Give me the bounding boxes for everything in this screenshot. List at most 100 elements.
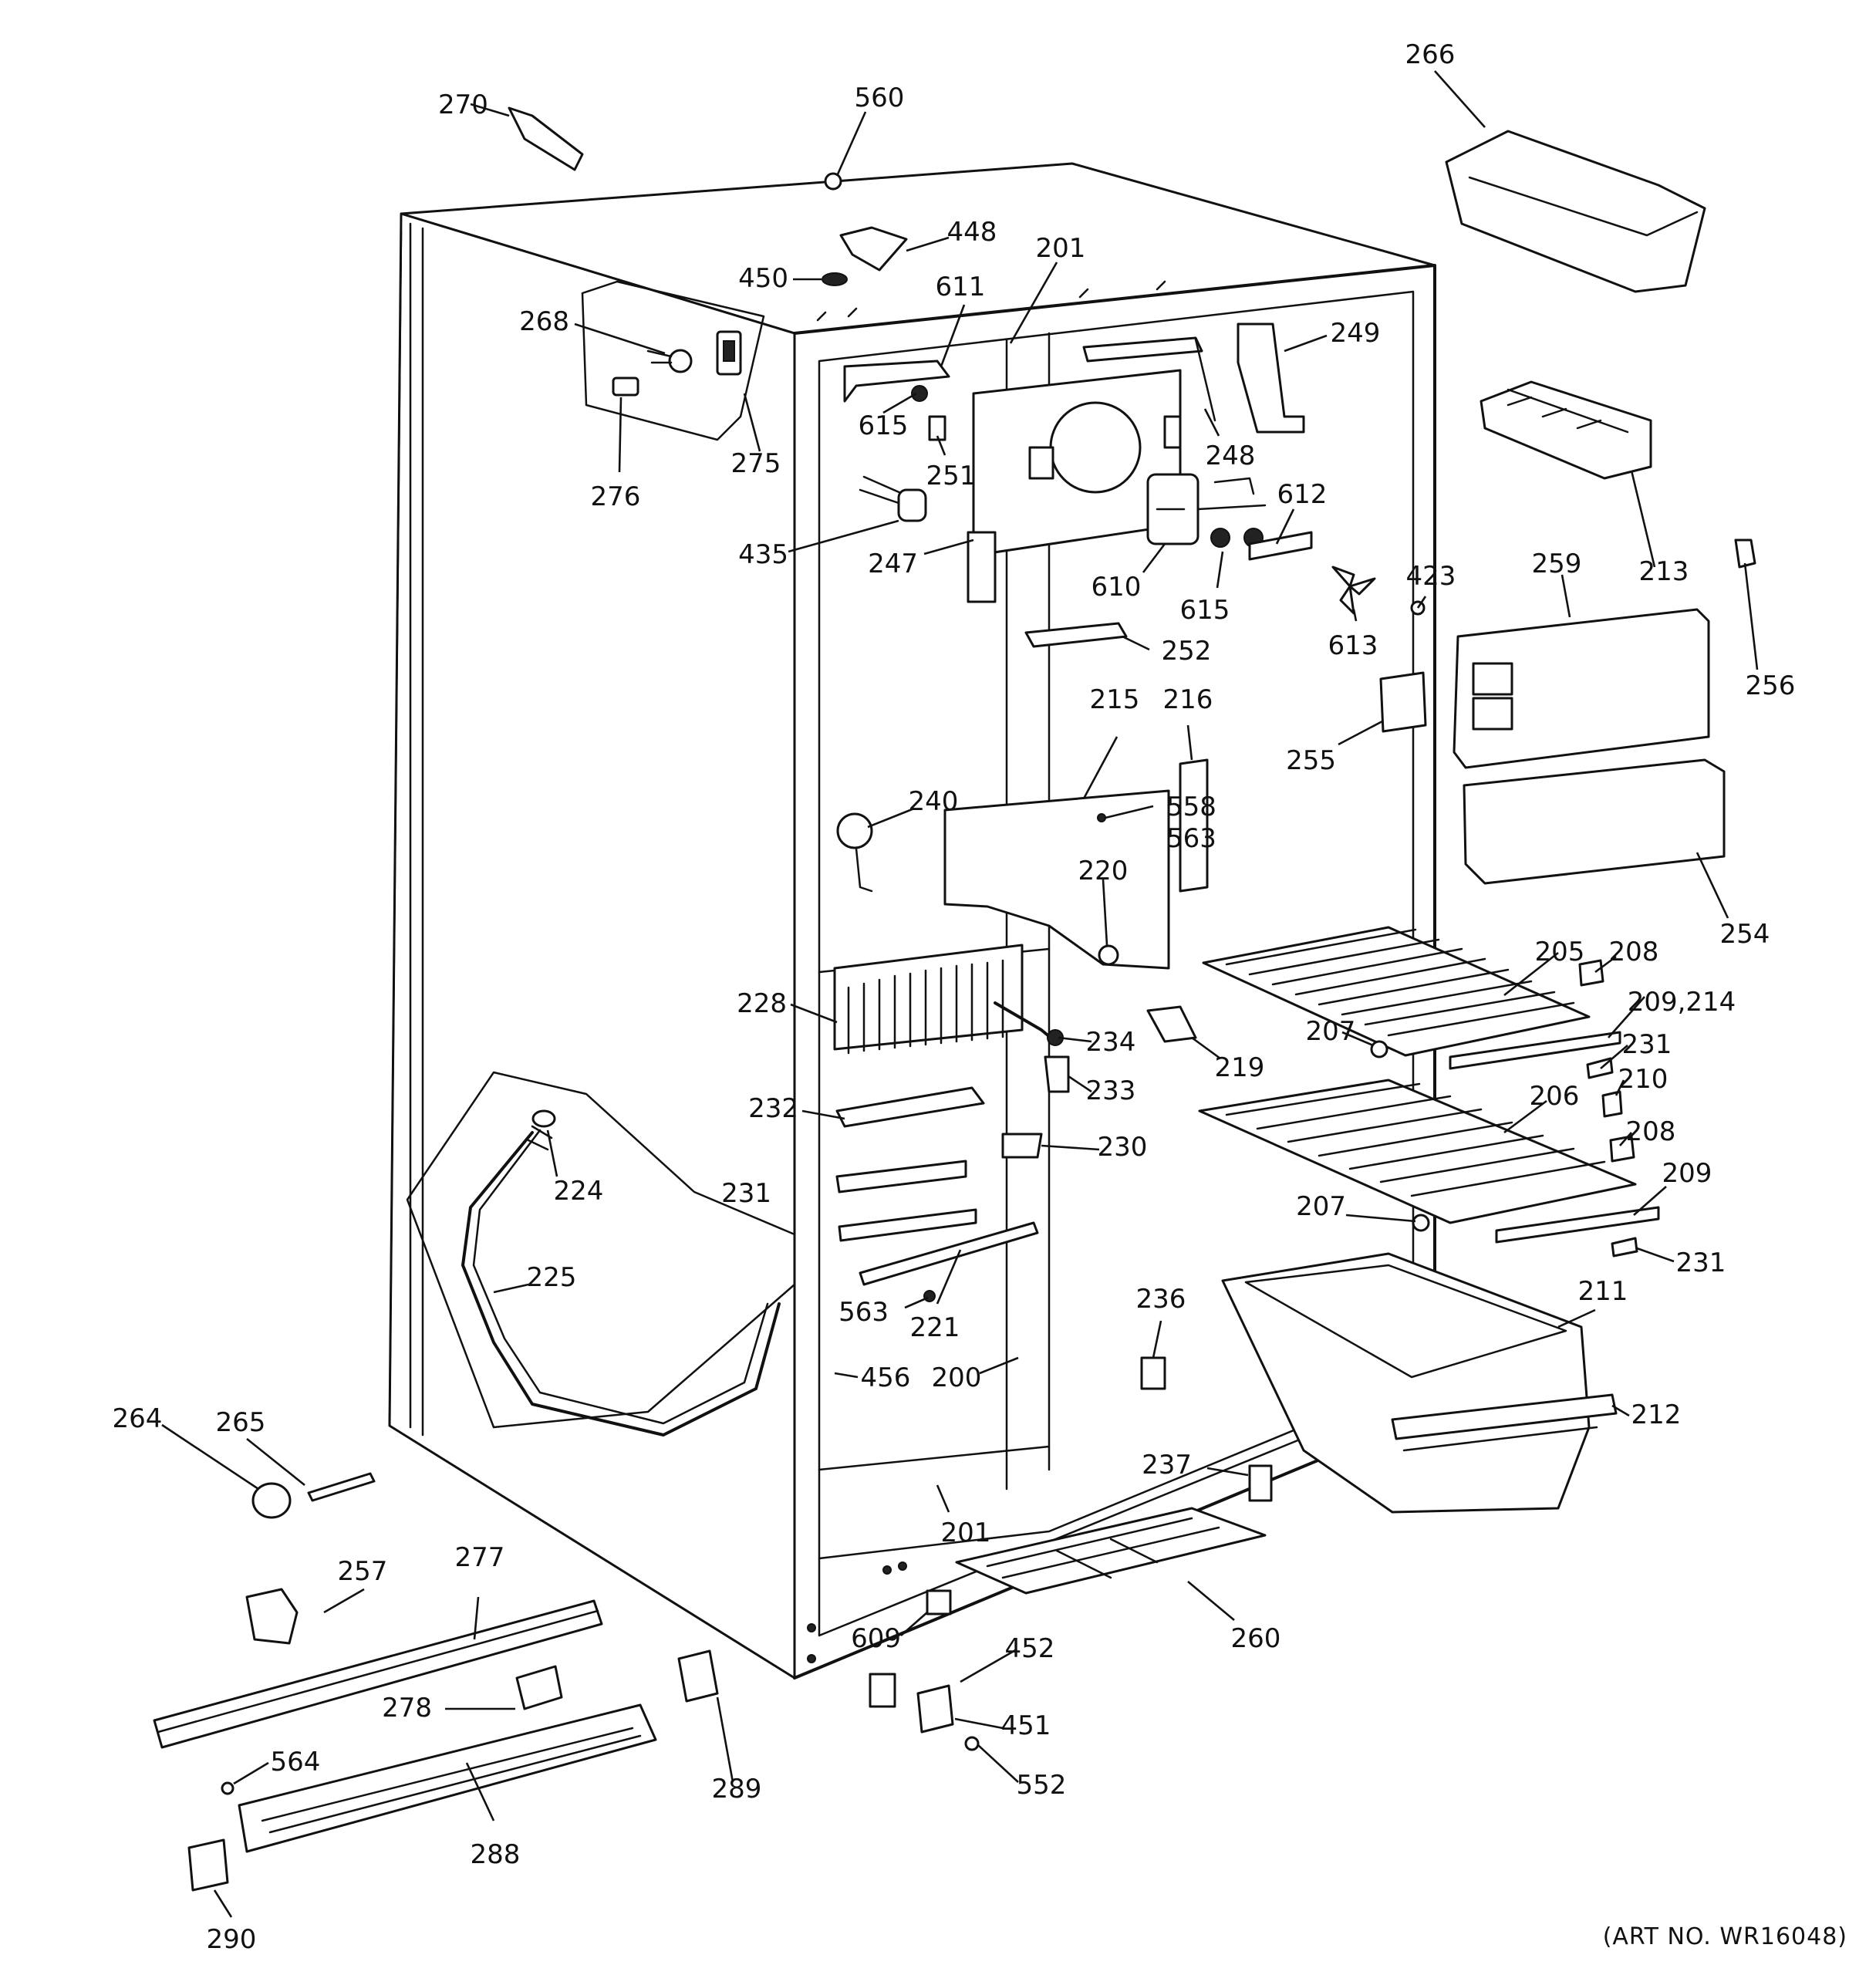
support-208a xyxy=(1578,959,1604,987)
callout-615-lower: 615 xyxy=(1180,595,1230,626)
callout-201-top: 201 xyxy=(1036,233,1086,264)
screw-552 xyxy=(964,1736,980,1751)
callout-212: 212 xyxy=(1631,1399,1682,1430)
callout-249: 249 xyxy=(1331,318,1381,349)
callout-270: 270 xyxy=(438,89,488,120)
callout-209: 209 xyxy=(1662,1158,1712,1189)
callout-611: 611 xyxy=(936,272,986,302)
callout-451: 451 xyxy=(1001,1710,1051,1741)
callout-563-upper: 563 xyxy=(1166,823,1216,854)
callout-448: 448 xyxy=(947,217,997,248)
callout-224: 224 xyxy=(554,1176,604,1207)
light-socket-435 xyxy=(859,475,927,522)
duct-248-leg xyxy=(1194,338,1216,422)
callout-610: 610 xyxy=(1092,572,1142,603)
rail-221 xyxy=(859,1221,1039,1286)
hinge-451 xyxy=(916,1684,954,1734)
callout-231-left: 231 xyxy=(721,1178,771,1209)
callout-213: 213 xyxy=(1639,556,1689,587)
callout-252: 252 xyxy=(1162,636,1212,667)
callout-205: 205 xyxy=(1535,937,1585,967)
callout-560: 560 xyxy=(855,83,905,113)
fan-bracket xyxy=(1213,477,1313,561)
callout-216: 216 xyxy=(1163,684,1213,715)
callout-275: 275 xyxy=(731,448,781,479)
callout-237: 237 xyxy=(1142,1450,1192,1480)
callout-257: 257 xyxy=(338,1556,388,1587)
screw-563 xyxy=(923,1290,936,1302)
callout-564: 564 xyxy=(271,1747,321,1778)
callout-563-lower: 563 xyxy=(838,1297,889,1328)
clip-230 xyxy=(1001,1133,1043,1159)
stud-207a xyxy=(1370,1040,1388,1058)
callout-labels: 270 560 266 448 450 611 201 249 268 275 … xyxy=(113,39,1847,1955)
callout-201-bottom: 201 xyxy=(941,1518,991,1548)
damper-219 xyxy=(1146,1005,1197,1043)
callout-552: 552 xyxy=(1017,1770,1067,1801)
clip-231c xyxy=(1611,1237,1638,1258)
fan-motor xyxy=(1146,473,1267,548)
callout-215: 215 xyxy=(1090,684,1140,715)
callout-225: 225 xyxy=(527,1262,577,1293)
callout-233: 233 xyxy=(1086,1075,1136,1106)
plug-270 xyxy=(508,106,584,171)
callout-200: 200 xyxy=(932,1362,982,1393)
trough-232 xyxy=(835,1086,985,1128)
callout-209-214: 209,214 xyxy=(1628,987,1736,1018)
knob-257 xyxy=(245,1588,299,1645)
callout-456: 456 xyxy=(861,1362,911,1393)
fan-blade xyxy=(1331,565,1376,615)
callout-256: 256 xyxy=(1746,670,1796,701)
support-210 xyxy=(1601,1090,1623,1118)
switch-609 xyxy=(926,1589,952,1615)
callout-207-upper: 207 xyxy=(1306,1016,1356,1047)
callout-219: 219 xyxy=(1215,1052,1265,1083)
callout-265: 265 xyxy=(216,1407,266,1438)
callout-220: 220 xyxy=(1078,856,1129,886)
callout-423: 423 xyxy=(1406,561,1456,592)
support-208b xyxy=(1609,1135,1635,1163)
callout-266: 266 xyxy=(1405,39,1456,70)
callout-278: 278 xyxy=(382,1693,432,1723)
callout-208-upper: 208 xyxy=(1609,937,1659,967)
callout-609: 609 xyxy=(851,1623,901,1654)
callout-260: 260 xyxy=(1231,1623,1281,1654)
shelf-cover-259 xyxy=(1453,608,1710,769)
callout-435: 435 xyxy=(738,539,788,570)
bracket-237 xyxy=(1248,1464,1273,1502)
callout-207-lower: 207 xyxy=(1296,1191,1346,1222)
shelf-205 xyxy=(1202,926,1591,1057)
callout-268: 268 xyxy=(519,306,569,337)
grommet-615 xyxy=(911,385,928,402)
callout-240: 240 xyxy=(909,786,959,817)
thermostat-251 xyxy=(928,415,946,441)
drain-pan-260 xyxy=(955,1507,1267,1595)
callout-228: 228 xyxy=(737,988,787,1019)
evaporator-cover xyxy=(967,369,1182,603)
shim-452 xyxy=(869,1673,896,1708)
callout-247: 247 xyxy=(868,549,918,579)
baffle-215 xyxy=(943,789,1170,970)
door-front-254 xyxy=(1463,758,1726,885)
axle-265 xyxy=(307,1472,376,1502)
clip-289 xyxy=(677,1649,719,1703)
ice-tray-213 xyxy=(1480,380,1652,480)
ice-bucket-266 xyxy=(1445,130,1706,293)
defrost-heater-231 xyxy=(835,1160,977,1242)
grille-252 xyxy=(1024,622,1128,648)
toe-grille-288 xyxy=(238,1703,657,1853)
callout-259: 259 xyxy=(1532,549,1582,579)
callout-289: 289 xyxy=(712,1774,762,1805)
callout-612: 612 xyxy=(1277,479,1328,510)
shroud-bracket-611 xyxy=(843,360,950,403)
callout-232: 232 xyxy=(748,1093,798,1124)
callout-231-upper: 231 xyxy=(1622,1029,1672,1060)
callout-231-lower: 231 xyxy=(1676,1247,1726,1278)
bracket-448 xyxy=(839,226,908,272)
callout-290: 290 xyxy=(207,1924,257,1955)
callout-264: 264 xyxy=(113,1403,163,1434)
callout-613: 613 xyxy=(1328,630,1378,661)
light-lens-255 xyxy=(1379,671,1427,733)
duct-248 xyxy=(1082,336,1203,363)
